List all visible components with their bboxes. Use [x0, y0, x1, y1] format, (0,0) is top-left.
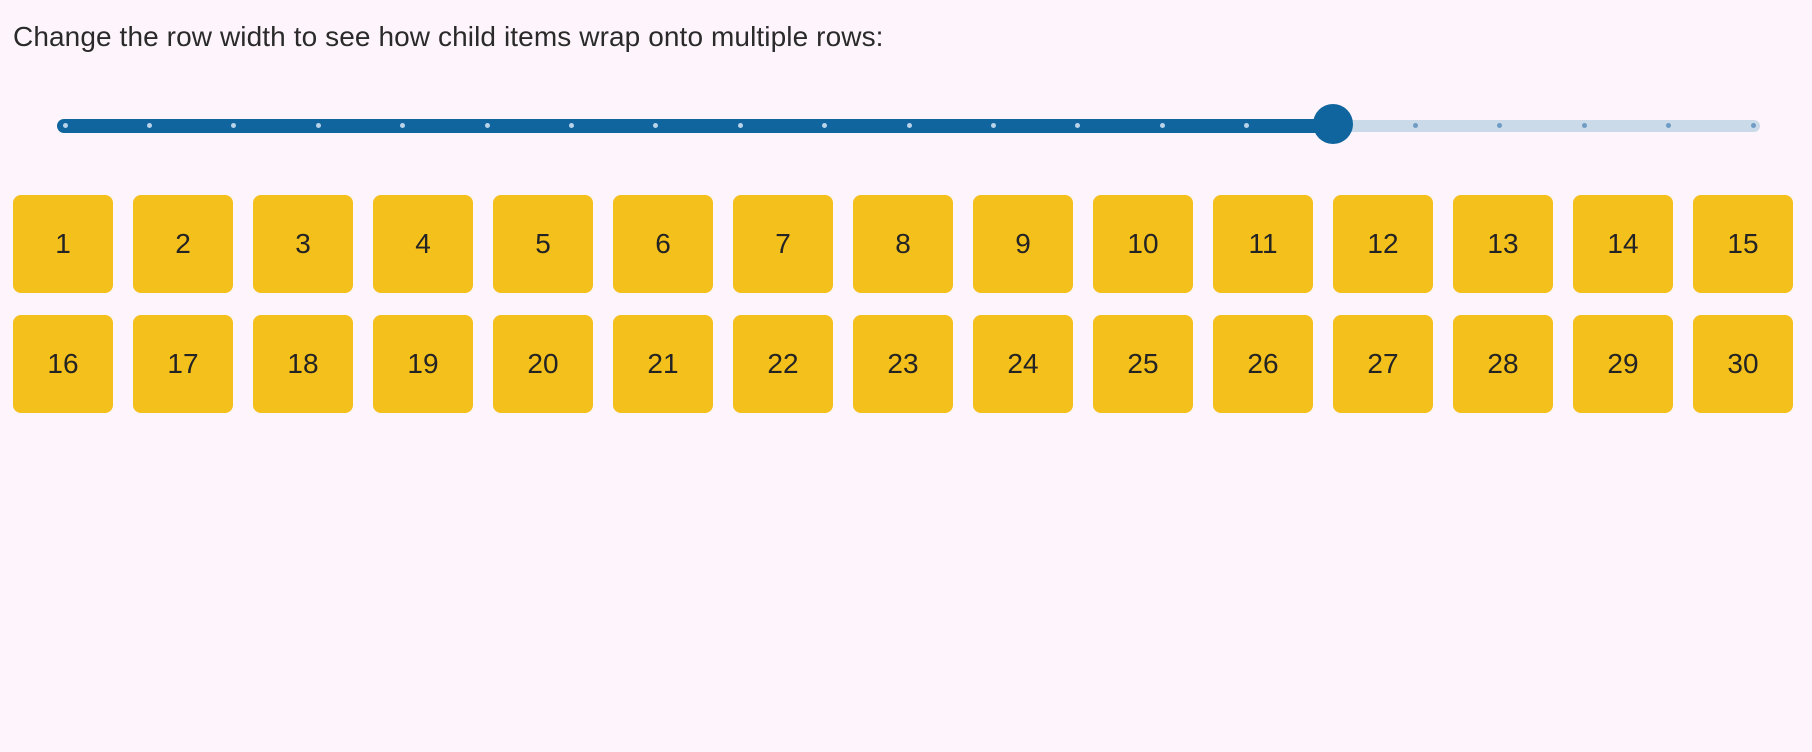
grid-item: 15 [1693, 195, 1793, 293]
slider-tick [146, 123, 152, 128]
slider-tick [62, 123, 68, 128]
slider-tick [906, 123, 912, 128]
grid-item: 8 [853, 195, 953, 293]
grid-item: 7 [733, 195, 833, 293]
grid-item: 11 [1213, 195, 1313, 293]
slider-tick [822, 123, 828, 128]
grid-item: 21 [613, 315, 713, 413]
slider-tick [400, 123, 406, 128]
grid-item: 3 [253, 195, 353, 293]
slider-tick [990, 123, 996, 128]
slider-fill[interactable] [57, 119, 1333, 133]
grid-item: 25 [1093, 315, 1193, 413]
grid-item: 5 [493, 195, 593, 293]
slider-tick [1244, 123, 1250, 128]
slider-tick [1666, 123, 1672, 128]
slider-tick [737, 123, 743, 128]
grid-item: 10 [1093, 195, 1193, 293]
grid-item: 23 [853, 315, 953, 413]
grid-item: 17 [133, 315, 233, 413]
grid-item: 13 [1453, 195, 1553, 293]
slider-tick [1412, 123, 1418, 128]
grid-item: 9 [973, 195, 1073, 293]
slider-tick [653, 123, 659, 128]
slider-tick [568, 123, 574, 128]
grid-item: 18 [253, 315, 353, 413]
grid-item: 19 [373, 315, 473, 413]
grid-item: 29 [1573, 315, 1673, 413]
slider-tick [1581, 123, 1587, 128]
grid-item: 6 [613, 195, 713, 293]
grid-item: 20 [493, 315, 593, 413]
slider-tick [231, 123, 237, 128]
grid-item: 2 [133, 195, 233, 293]
grid-item: 16 [13, 315, 113, 413]
grid-item: 1 [13, 195, 113, 293]
grid-item: 26 [1213, 315, 1313, 413]
grid-item: 27 [1333, 315, 1433, 413]
grid-item: 4 [373, 195, 473, 293]
slider-tick [1075, 123, 1081, 128]
grid-item: 22 [733, 315, 833, 413]
grid-item: 30 [1693, 315, 1793, 413]
grid-item: 14 [1573, 195, 1673, 293]
slider-thumb[interactable] [1313, 104, 1353, 144]
slider-tick [1159, 123, 1165, 128]
grid-item: 28 [1453, 315, 1553, 413]
grid-item: 12 [1333, 195, 1433, 293]
slider-tick [1497, 123, 1503, 128]
page-title: Change the row width to see how child it… [13, 21, 884, 52]
slider-tick [1750, 123, 1756, 128]
row-width-slider[interactable] [0, 0, 1812, 150]
grid-item: 24 [973, 315, 1073, 413]
slider-tick [315, 123, 321, 128]
slider-tick [484, 123, 490, 128]
